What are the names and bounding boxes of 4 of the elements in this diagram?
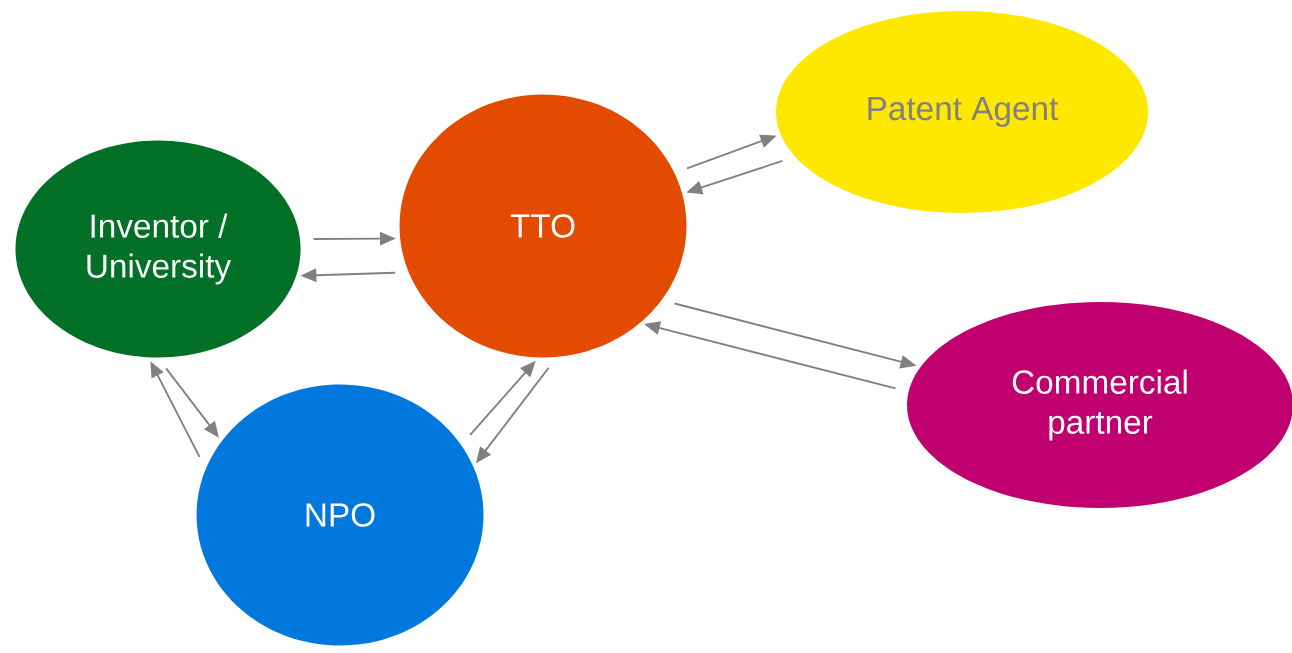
ellipse-node: NPO [196,384,484,646]
ellipse-node: Inventor / University [15,140,301,358]
ellipse-node: Patent Agent [776,11,1148,213]
ellipse-node: TTO [399,94,687,358]
